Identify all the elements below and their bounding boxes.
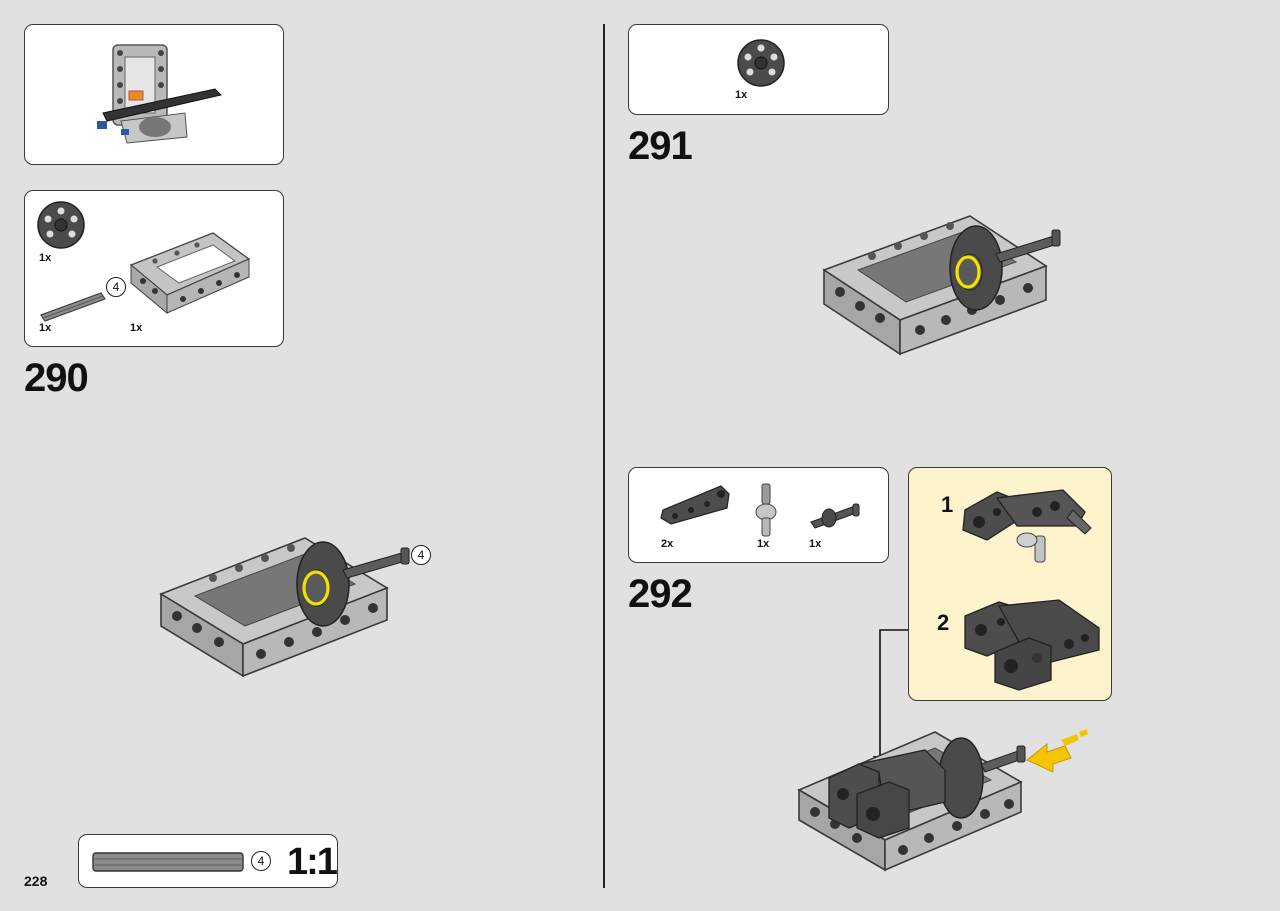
ruler-scale: 1:1 xyxy=(287,841,338,883)
axle-ruler-panel: 4 1:1 xyxy=(78,834,338,888)
axle-part-icon xyxy=(40,292,106,322)
previous-model-image xyxy=(97,44,222,144)
assembly-292 xyxy=(797,729,1088,872)
page-divider xyxy=(603,24,605,888)
beam-qty: 2x xyxy=(661,538,674,550)
axle-pin-part-icon xyxy=(810,503,860,529)
parts-list-291: 1x xyxy=(628,24,889,115)
step-number-292: 292 xyxy=(628,572,693,616)
substep-number-2: 2 xyxy=(937,610,950,635)
step-number-290: 290 xyxy=(24,356,89,400)
parts-list-290: 1x 1x 4 1x xyxy=(24,190,284,347)
assembly-290 xyxy=(159,537,410,678)
wheel-qty: 1x xyxy=(39,252,52,264)
frame-qty: 1x xyxy=(130,322,143,334)
axle-qty: 1x xyxy=(39,322,52,334)
axle-callout-badge: 4 xyxy=(411,545,431,565)
frame-part-icon xyxy=(129,232,251,315)
page-number: 228 xyxy=(24,873,48,889)
wheel-qty-291: 1x xyxy=(735,89,748,101)
subassembly-panel-292: 1 2 xyxy=(908,467,1112,701)
axle-pin-qty: 1x xyxy=(809,538,822,550)
axle-length-badge: 4 xyxy=(106,277,126,297)
wheel-part-icon-291 xyxy=(737,39,785,87)
substep-number-1: 1 xyxy=(941,492,954,517)
substep-2-image xyxy=(964,599,1100,691)
parts-list-292: 2x 1x 1x xyxy=(628,467,889,563)
assembly-291 xyxy=(822,215,1061,356)
substep-1-image xyxy=(962,489,1092,563)
ruler-length-badge: 4 xyxy=(251,851,271,871)
step-number-291: 291 xyxy=(628,124,693,168)
connector-qty: 1x xyxy=(757,538,770,550)
previous-model-panel xyxy=(24,24,284,165)
connector-part-icon xyxy=(755,483,777,537)
beam-part-icon xyxy=(660,485,730,525)
axle-ruler-image xyxy=(92,852,244,872)
wheel-part-icon xyxy=(37,201,85,249)
